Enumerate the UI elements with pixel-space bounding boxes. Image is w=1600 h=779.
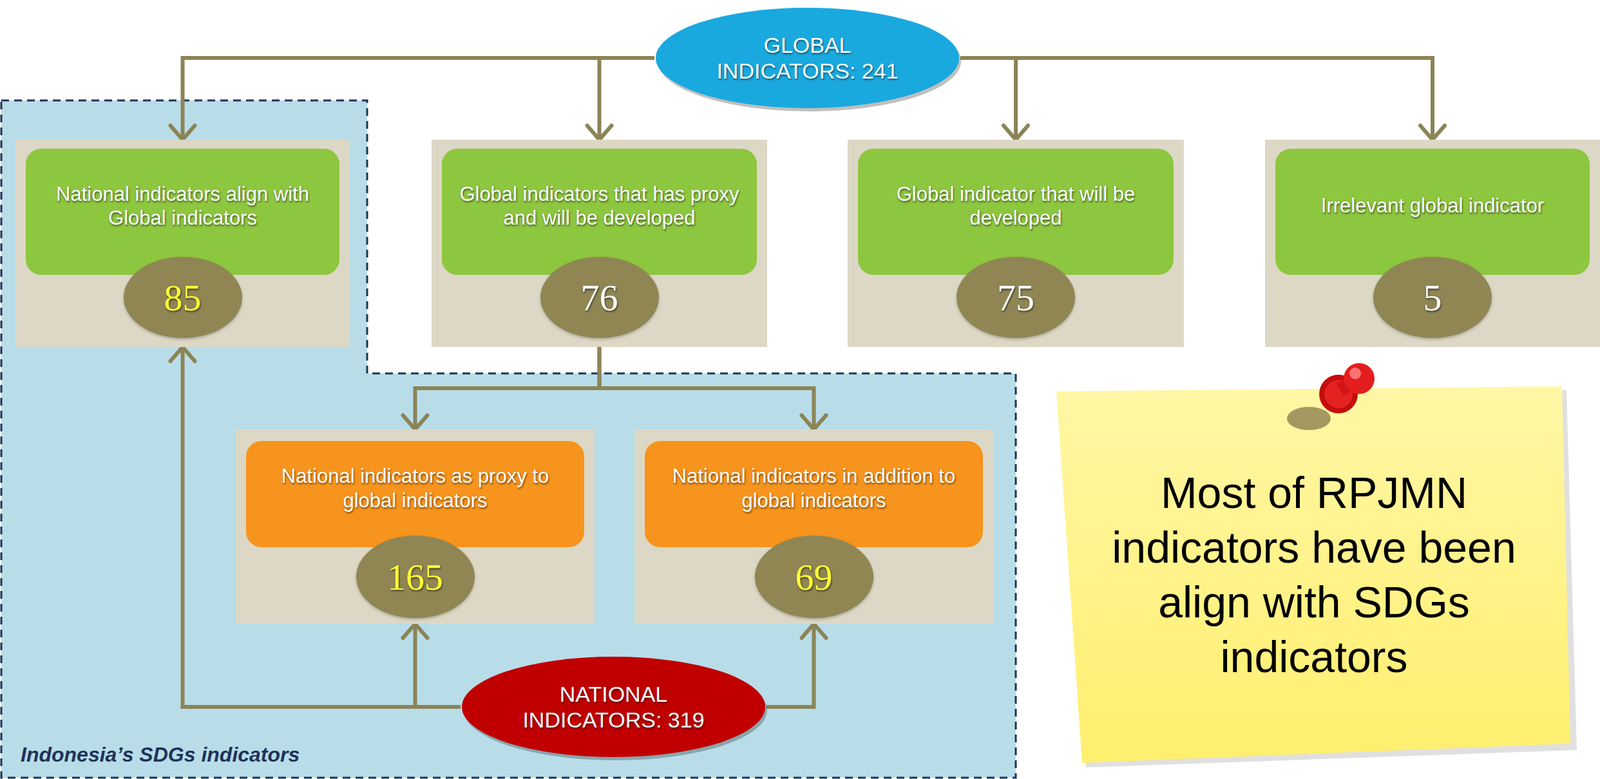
region-label: Indonesia’s SDGs indicators bbox=[20, 743, 300, 768]
connector-line bbox=[960, 57, 1433, 140]
ellipse-shape bbox=[460, 655, 767, 759]
ellipse-label: GLOBAL INDICATORS: 241 bbox=[698, 32, 918, 84]
count-ellipse: 165 bbox=[356, 535, 475, 619]
category-box: Global indicator that will be developed bbox=[857, 148, 1174, 276]
indicator-panel: Global indicators that has proxy and wil… bbox=[431, 139, 768, 348]
category-box: Irrelevant global indicator bbox=[1275, 148, 1590, 276]
ellipse-label: NATIONAL INDICATORS: 319 bbox=[504, 681, 724, 734]
pin-head bbox=[1343, 363, 1375, 395]
sticky-note: Most of RPJMN indicators have been align… bbox=[1056, 386, 1572, 764]
connector bbox=[587, 57, 656, 140]
note-text: Most of RPJMN indicators have been align… bbox=[1088, 425, 1540, 725]
ellipse-fill bbox=[461, 657, 766, 758]
category-box: Global indicators that has proxy and wil… bbox=[441, 148, 757, 276]
arrow-head bbox=[1420, 125, 1445, 140]
count-ellipse: 5 bbox=[1373, 257, 1492, 339]
national-panel: National indicators as proxy to global i… bbox=[235, 429, 595, 625]
indicator-panel: Irrelevant global indicator5 bbox=[1265, 139, 1600, 348]
pin-shadow bbox=[1286, 407, 1331, 431]
count-ellipse: 85 bbox=[123, 257, 243, 339]
arrow-head bbox=[1003, 125, 1029, 140]
count-ellipse: 69 bbox=[754, 535, 874, 619]
national-ellipse: NATIONAL INDICATORS: 319 bbox=[460, 655, 767, 759]
pin-highlight bbox=[1349, 367, 1362, 380]
category-box: National indicators in addition to globa… bbox=[644, 441, 983, 548]
count-ellipse: 76 bbox=[540, 257, 659, 339]
category-box: National indicators align with Global in… bbox=[25, 148, 340, 276]
note-shape bbox=[1056, 386, 1572, 764]
indicator-panel: Global indicator that will be developed7… bbox=[847, 139, 1184, 348]
arrow-head bbox=[587, 125, 612, 140]
connector bbox=[960, 57, 1029, 140]
ellipse-shape bbox=[654, 6, 961, 110]
connector bbox=[960, 57, 1445, 140]
category-box: National indicators as proxy to global i… bbox=[246, 441, 585, 548]
count-ellipse: 75 bbox=[956, 257, 1076, 339]
ellipse-fill bbox=[655, 7, 960, 109]
note-paper bbox=[1056, 386, 1571, 764]
global-ellipse: GLOBAL INDICATORS: 241 bbox=[654, 6, 961, 110]
indicator-panel: National indicators align with Global in… bbox=[15, 139, 350, 348]
national-panel: National indicators in addition to globa… bbox=[634, 429, 994, 625]
